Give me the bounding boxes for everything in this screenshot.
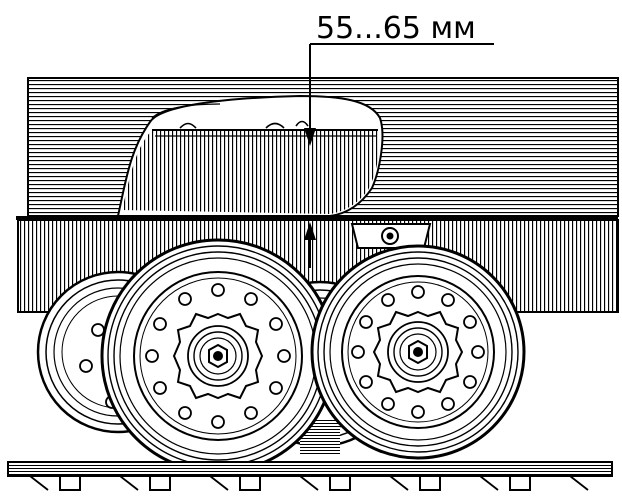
clearance-dimension-label: 55...65 мм — [316, 11, 476, 46]
dimension-arrow-up — [304, 222, 316, 240]
clearance-dimension: 55...65 мм — [304, 11, 494, 268]
bump-stop-bracket — [350, 223, 432, 249]
wheel-bolt-holes-right — [351, 285, 485, 419]
track-belt — [7, 461, 613, 491]
road-wheel-front-right — [310, 244, 526, 460]
wheel-bolt-holes-left — [145, 283, 291, 429]
cutaway-window — [116, 94, 384, 217]
dimension-arrow-down — [304, 128, 316, 146]
road-wheel-front-left — [100, 238, 336, 474]
